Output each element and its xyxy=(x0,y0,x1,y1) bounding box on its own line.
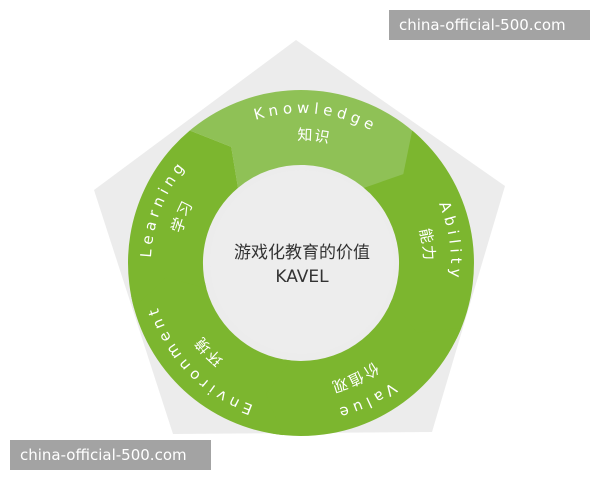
segment-arrow-shape xyxy=(364,130,474,341)
segment-label-cn: 能力 xyxy=(416,226,437,262)
center-title-en: KAVEL xyxy=(275,267,329,287)
segment-label-cn: 知识 xyxy=(297,125,331,146)
center-circle xyxy=(210,170,394,354)
svg-text:知识: 知识 xyxy=(297,125,333,146)
segment-arrow-shape xyxy=(131,267,291,436)
segment-arrow-shape xyxy=(128,130,238,308)
segment-arrow-shape xyxy=(189,90,422,193)
center-title-cn: 游戏化教育的价值 xyxy=(234,243,370,263)
segment-arrow-shape xyxy=(256,299,462,437)
svg-text:能力: 能力 xyxy=(416,226,439,262)
watermark-top-right: china-official-500.com xyxy=(389,10,590,40)
watermark-bottom-left: china-official-500.com xyxy=(10,440,211,470)
